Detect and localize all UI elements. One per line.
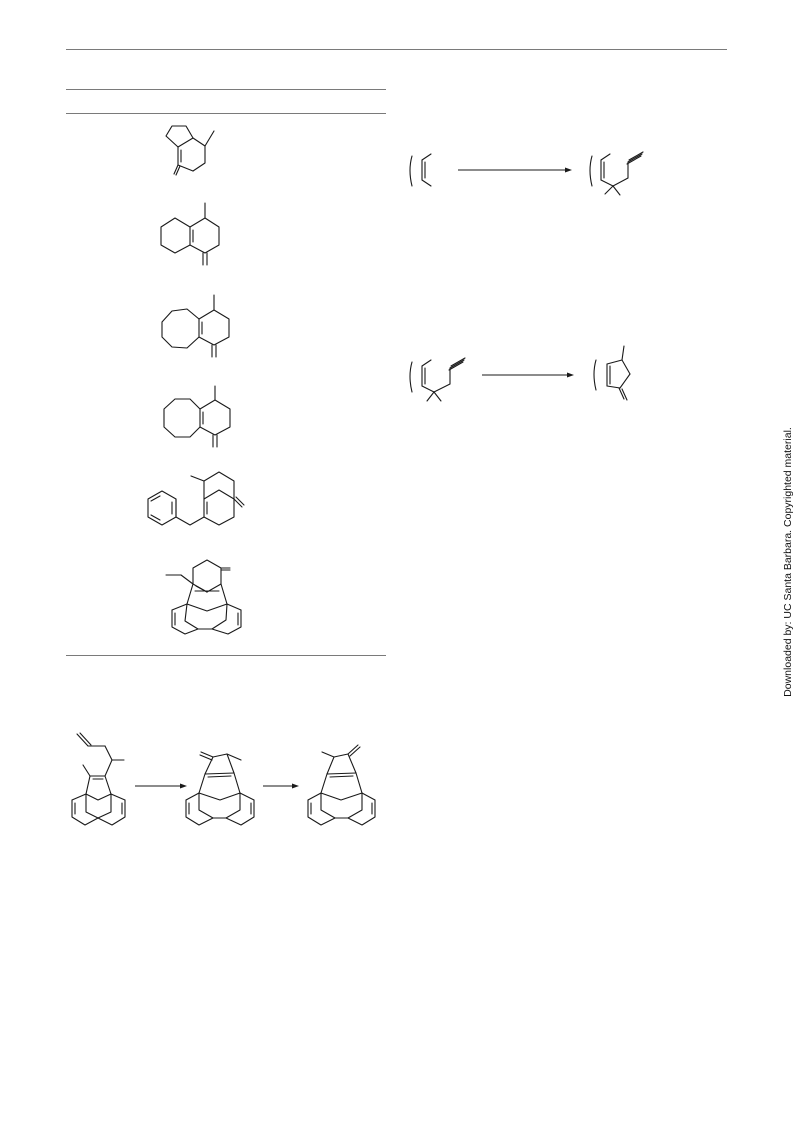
structure-4 bbox=[163, 385, 231, 448]
structure-3 bbox=[161, 294, 230, 358]
copyright-watermark: Downloaded by: UC Santa Barbara. Copyrig… bbox=[782, 427, 793, 697]
structure-5 bbox=[147, 471, 245, 526]
structure-6 bbox=[165, 559, 242, 635]
scheme-2-product bbox=[593, 345, 631, 401]
scheme-2-reactant bbox=[409, 357, 466, 402]
scheme-1-reactant bbox=[409, 153, 432, 187]
scheme-1-arrow bbox=[458, 167, 572, 173]
bottom-scheme-arrow-2 bbox=[263, 783, 299, 789]
bottom-scheme-product bbox=[307, 744, 376, 826]
bottom-scheme-start bbox=[71, 732, 126, 826]
bottom-scheme-arrow-1 bbox=[135, 783, 187, 789]
structure-1 bbox=[165, 125, 215, 176]
structure-2 bbox=[160, 202, 220, 266]
scheme-2-arrow bbox=[482, 372, 574, 378]
bottom-scheme-intermediate bbox=[185, 751, 255, 826]
scheme-1-product bbox=[589, 151, 644, 196]
